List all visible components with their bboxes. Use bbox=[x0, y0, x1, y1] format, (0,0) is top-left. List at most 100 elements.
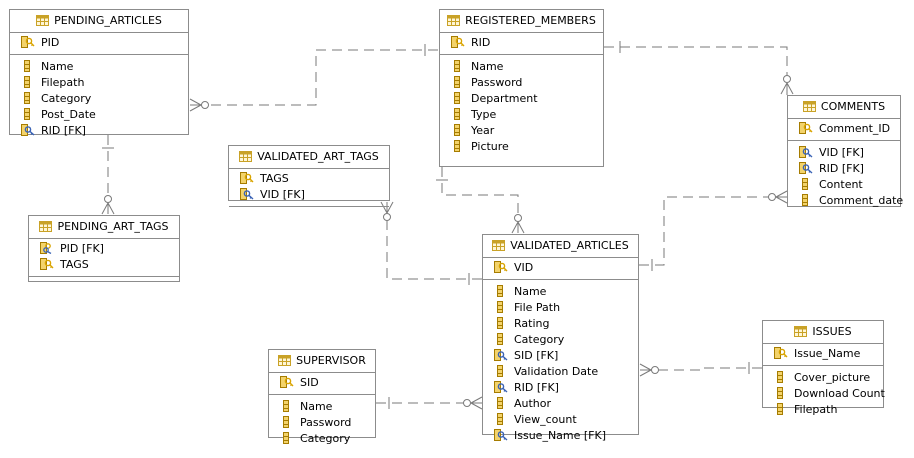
entity-title: SUPERVISOR bbox=[296, 354, 366, 367]
relation-validated-articles-validated-art-tags bbox=[386, 201, 482, 280]
foreign-key-icon bbox=[21, 124, 35, 136]
column-row[interactable]: View_count bbox=[483, 412, 638, 428]
column-row[interactable]: Name bbox=[269, 399, 375, 415]
column-row[interactable]: Content bbox=[788, 177, 900, 193]
column-row[interactable]: File Path bbox=[483, 300, 638, 316]
column-row[interactable]: Post_Date bbox=[10, 107, 188, 123]
entity-header[interactable]: PENDING_ARTICLES bbox=[10, 10, 188, 33]
column-icon bbox=[451, 92, 465, 104]
column-row[interactable]: Department bbox=[440, 91, 603, 107]
entity-title: REGISTERED_MEMBERS bbox=[465, 14, 596, 27]
column-icon bbox=[494, 397, 508, 409]
column-row[interactable]: Issue_Name bbox=[763, 346, 883, 362]
column-icon bbox=[21, 76, 35, 88]
column-row[interactable]: SID [FK] bbox=[483, 348, 638, 364]
column-row[interactable]: Category bbox=[483, 332, 638, 348]
entity-title: VALIDATED_ARTICLES bbox=[510, 239, 629, 252]
column-row[interactable]: Name bbox=[10, 59, 188, 75]
column-row[interactable]: VID [FK] bbox=[229, 187, 389, 203]
crows-foot-mark bbox=[380, 201, 388, 214]
column-row[interactable]: SID bbox=[269, 375, 375, 391]
column-row[interactable]: Validation Date bbox=[483, 364, 638, 380]
primary-key-section: RID bbox=[440, 33, 603, 55]
column-row[interactable]: Password bbox=[269, 415, 375, 431]
column-name: Password bbox=[300, 416, 352, 429]
foreign-key-icon bbox=[494, 349, 508, 361]
column-row[interactable]: RID [FK] bbox=[788, 161, 900, 177]
column-name: Comment_ID bbox=[819, 122, 891, 135]
column-name: PID [FK] bbox=[60, 242, 104, 255]
column-row[interactable]: RID bbox=[440, 35, 603, 51]
column-row[interactable]: Picture bbox=[440, 139, 603, 155]
column-name: Filepath bbox=[41, 76, 85, 89]
crows-foot-mark bbox=[639, 369, 652, 377]
table-icon bbox=[492, 237, 506, 259]
entity-header[interactable]: VALIDATED_ARTICLES bbox=[483, 235, 638, 258]
column-row[interactable]: Year bbox=[440, 123, 603, 139]
column-row[interactable]: PID bbox=[10, 35, 188, 51]
primary-key-icon bbox=[240, 172, 254, 184]
column-row[interactable]: Filepath bbox=[10, 75, 188, 91]
column-row[interactable]: Category bbox=[10, 91, 188, 107]
entity-title: VALIDATED_ART_TAGS bbox=[257, 150, 379, 163]
foreign-key-icon bbox=[240, 188, 254, 200]
foreign-key-icon bbox=[799, 162, 813, 174]
column-row[interactable]: Issue_Name [FK] bbox=[483, 428, 638, 444]
column-icon bbox=[451, 124, 465, 136]
column-name: TAGS bbox=[260, 172, 289, 185]
column-row[interactable]: Name bbox=[440, 59, 603, 75]
column-row[interactable]: Download Count bbox=[763, 386, 885, 402]
primary-key-section: Issue_Name bbox=[763, 344, 883, 366]
column-name: View_count bbox=[514, 413, 577, 426]
column-row[interactable]: VID [FK] bbox=[788, 145, 900, 161]
entity-header[interactable]: PENDING_ART_TAGS bbox=[29, 216, 179, 239]
crows-foot-mark bbox=[470, 396, 483, 404]
column-row[interactable]: Password bbox=[440, 75, 603, 91]
column-row[interactable]: Cover_picture bbox=[763, 370, 883, 386]
column-name: Content bbox=[819, 178, 863, 191]
entity-comments[interactable]: COMMENTS Comment_ID VID [FK] RID [FK]Conten… bbox=[787, 95, 903, 209]
column-row[interactable]: PID [FK] bbox=[29, 241, 179, 257]
column-row[interactable]: VID bbox=[483, 260, 638, 276]
crows-foot-mark bbox=[775, 196, 788, 204]
zero-optional-mark bbox=[651, 366, 659, 374]
column-row[interactable]: Rating bbox=[483, 316, 638, 332]
column-name: RID [FK] bbox=[41, 124, 86, 137]
column-row[interactable]: Comment_ID bbox=[788, 121, 900, 137]
entity-header[interactable]: SUPERVISOR bbox=[269, 350, 375, 373]
column-icon bbox=[494, 285, 508, 297]
column-name: Category bbox=[300, 432, 351, 445]
zero-optional-mark bbox=[514, 214, 522, 222]
entity-header[interactable]: COMMENTS bbox=[788, 96, 900, 119]
primary-key-icon bbox=[451, 36, 465, 48]
column-name: Name bbox=[41, 60, 74, 73]
entity-pending-art-tags[interactable]: PENDING_ART_TAGS PID [FK] TAGS bbox=[28, 215, 180, 282]
column-row[interactable]: RID [FK] bbox=[10, 123, 188, 139]
column-name: VID [FK] bbox=[819, 146, 864, 159]
table-icon bbox=[794, 323, 808, 345]
entity-header[interactable]: VALIDATED_ART_TAGS bbox=[229, 146, 389, 169]
column-name: Password bbox=[471, 76, 523, 89]
column-row[interactable]: TAGS bbox=[229, 171, 389, 187]
column-row[interactable]: Category bbox=[269, 431, 375, 447]
column-row[interactable]: Filepath bbox=[763, 402, 883, 418]
column-row[interactable]: RID [FK] bbox=[483, 380, 638, 396]
entity-header[interactable]: REGISTERED_MEMBERS bbox=[440, 10, 603, 33]
column-row[interactable]: Type bbox=[440, 107, 603, 123]
column-icon bbox=[494, 301, 508, 313]
entity-validated-art-tags[interactable]: VALIDATED_ART_TAGS TAGS VID [FK] bbox=[228, 145, 390, 207]
column-row[interactable]: Comment_date bbox=[788, 193, 903, 209]
table-icon bbox=[447, 12, 461, 34]
column-row[interactable]: Author bbox=[483, 396, 638, 412]
column-row[interactable]: TAGS bbox=[29, 257, 179, 273]
column-icon bbox=[494, 333, 508, 345]
column-row[interactable]: Name bbox=[483, 284, 638, 300]
entity-header[interactable]: ISSUES bbox=[763, 321, 883, 344]
